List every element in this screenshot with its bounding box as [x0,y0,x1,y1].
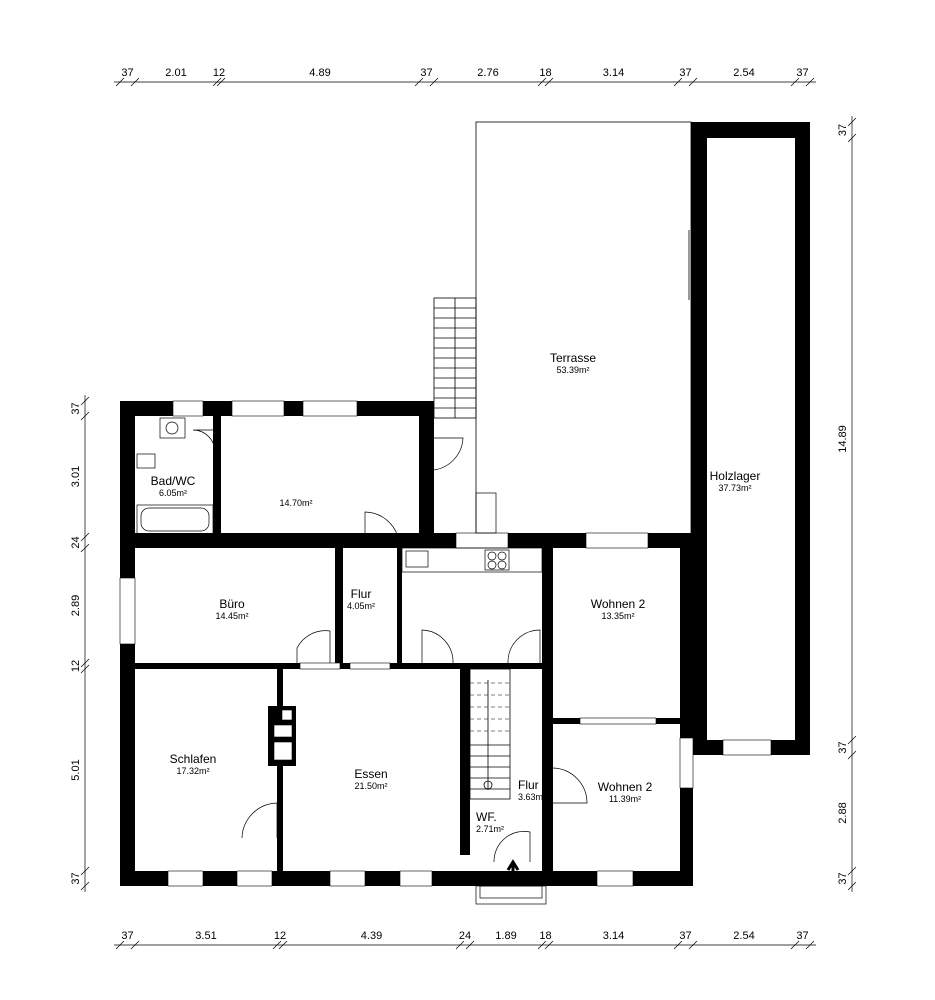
dimension-label: 37 [679,930,691,942]
room-area: 53.39m² [556,365,589,375]
room-area: 3.63m² [518,792,546,802]
interior-stair [469,668,511,800]
dimension-label: 2.76 [477,67,498,79]
fixtures [136,417,543,573]
room-name: WF. [476,810,497,824]
dimension-right: 37 14.89 37 2.88 37 [837,116,857,892]
dimension-label: 3.14 [603,67,624,79]
room-name: Büro [219,597,245,611]
room-area: 21.50m² [354,781,387,791]
dimension-label: 37 [70,872,82,884]
dimension-label: 37 [796,930,808,942]
walls [120,401,693,886]
room-name: Wohnen 2 [591,597,646,611]
dimension-label: 37 [837,872,849,884]
dimension-label: 37 [70,402,82,414]
room-area: 11.39m² [609,794,641,804]
room-room-top: 14.70m² [279,498,312,508]
dimension-label: 37 [420,67,432,79]
room-name: Flur [518,778,539,792]
room-area: 2.71m² [476,824,504,834]
dimension-label: 4.89 [309,67,330,79]
dimension-label: 18 [539,67,551,79]
room-wohnen-2b: Wohnen 211.39m² [598,780,653,804]
room-wf: WF.2.71m² [476,810,504,834]
dimension-label: 12 [274,930,286,942]
room-bad: Bad/WC6.05m² [151,474,196,498]
dimension-label: 3.01 [70,466,82,487]
dimension-label: 2.89 [70,595,82,616]
dimension-label: 18 [539,930,551,942]
dimension-label: 24 [70,536,82,548]
room-name: Flur [351,587,372,601]
dimension-label: 2.54 [733,930,754,942]
dimension-label: 12 [70,660,82,672]
dimension-label: 1.89 [495,930,516,942]
dimension-label: 37 [121,930,133,942]
dimension-label: 14.89 [837,425,849,453]
room-area: 6.05m² [159,488,187,498]
dimension-label: 37 [796,67,808,79]
room-name: Holzlager [710,469,761,483]
doors [192,429,588,905]
dimension-label: 2.54 [733,67,754,79]
room-area: 14.70m² [279,498,312,508]
dimension-label: 24 [459,930,471,942]
room-area: 37.73m² [718,483,751,493]
dimension-label: 37 [837,741,849,753]
dimension-bottom: 37 3.51 12 4.39 24 1.89 18 3.14 37 2.54 37 [114,930,816,950]
terrasse-outline [475,121,692,535]
dimension-label: 5.01 [70,759,82,780]
room-name: Wohnen 2 [598,780,653,794]
room-area: 17.32m² [176,766,209,776]
room-wohnen-2a: Wohnen 213.35m² [591,597,646,621]
dimension-top: 37 2.01 12 4.89 37 2.76 18 3.14 37 2.54 37 [114,67,816,87]
windows [119,400,694,887]
room-area: 14.45m² [215,611,248,621]
dimension-label: 4.39 [361,930,382,942]
holzlager-walls [691,122,810,756]
room-name: Essen [354,767,387,781]
dimension-label: 2.01 [165,67,186,79]
room-name: Schlafen [170,752,217,766]
entrance-arrow-icon [506,859,520,871]
dimension-label: 37 [837,124,849,136]
room-area: 13.35m² [601,611,634,621]
exterior-stair [433,297,477,419]
dimension-label: 37 [679,67,691,79]
dimension-label: 37 [121,67,133,79]
room-name: Terrasse [550,351,596,365]
room-area: 4.05m² [347,601,375,611]
room-name: Bad/WC [151,474,196,488]
dimension-left: 37 3.01 24 2.89 12 5.01 37 [70,395,90,892]
dimension-label: 3.51 [195,930,216,942]
dimension-label: 3.14 [603,930,624,942]
dimension-label: 2.88 [837,802,849,823]
dimension-label: 12 [213,67,225,79]
